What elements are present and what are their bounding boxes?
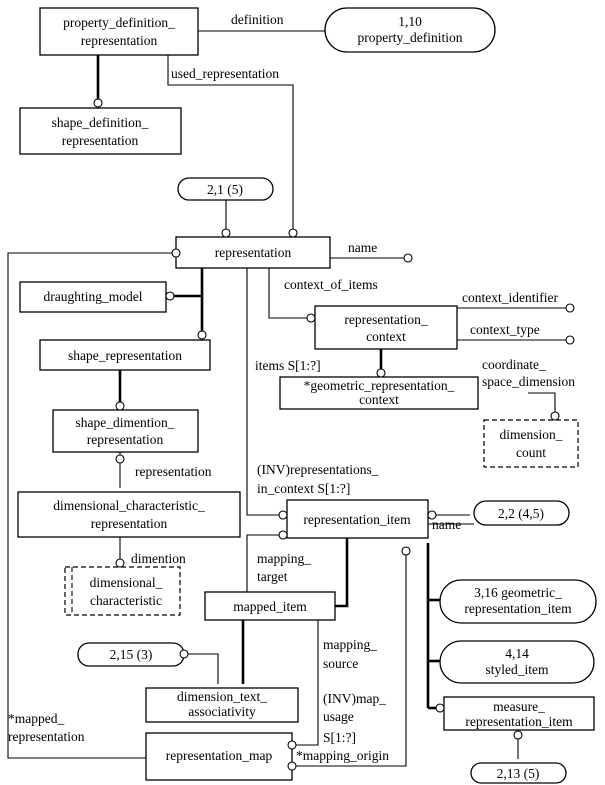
- svg-text:2,13 (5): 2,13 (5): [497, 766, 540, 781]
- label-mapped-representation-2: representation: [8, 729, 85, 744]
- svg-text:representation_: representation_: [344, 312, 427, 327]
- svg-text:dimensional_: dimensional_: [90, 575, 163, 590]
- svg-text:property_definition: property_definition: [358, 30, 463, 45]
- entity-dimension-text-associativity: dimension_text_ associativity: [145, 687, 299, 723]
- entity-mapped-item: mapped_item: [204, 591, 336, 621]
- svg-text:representation: representation: [62, 133, 139, 148]
- label-context-type: context_type: [470, 322, 540, 337]
- label-map-usage-3: S[1:?]: [323, 730, 356, 745]
- svg-text:representation_item: representation_item: [465, 714, 573, 729]
- svg-text:3,16 geometric_: 3,16 geometric_: [474, 585, 562, 600]
- entity-property-definition-representation: property_definition_ representation: [39, 7, 199, 56]
- label-representations-in-context-2: in_context S[1:?]: [257, 481, 350, 496]
- entity-measure-representation-item: measure_ representation_item: [443, 696, 595, 731]
- ref-styled-item: 4,14 styled_item: [439, 640, 595, 684]
- svg-text:dimension_text_: dimension_text_: [177, 689, 267, 704]
- label-map-usage-2: usage: [323, 709, 354, 724]
- svg-text:representation: representation: [91, 516, 168, 531]
- label-dimention: dimention: [131, 551, 186, 566]
- svg-text:context: context: [366, 329, 406, 344]
- svg-text:shape_dimention_: shape_dimention_: [76, 415, 175, 430]
- svg-text:measure_: measure_: [493, 699, 545, 714]
- svg-text:characteristic: characteristic: [90, 593, 162, 608]
- svg-text:dimension_: dimension_: [500, 427, 563, 442]
- label-map-usage-1: (INV)map_: [323, 691, 386, 706]
- entity-dimensional-characteristic-representation: dimensional_characteristic_ representati…: [17, 491, 241, 538]
- svg-text:count: count: [516, 445, 546, 460]
- label-mapping-source-1: mapping_: [323, 637, 377, 652]
- entity-dimensional-characteristic: dimensional_ characteristic: [64, 566, 181, 616]
- label-representations-in-context-1: (INV)representations_: [257, 462, 379, 477]
- label-used-representation: used_representation: [171, 66, 279, 81]
- svg-text:representation_item: representation_item: [464, 601, 572, 616]
- relationship-circles: [93, 98, 575, 771]
- entity-shape-representation: shape_representation: [39, 339, 211, 371]
- label-coordinate-space-dimension-2: space_dimension: [482, 374, 575, 389]
- svg-text:representation: representation: [81, 33, 158, 48]
- svg-text:2,15 (3): 2,15 (3): [110, 647, 153, 662]
- svg-text:associativity: associativity: [188, 704, 256, 719]
- label-mapping-target-2: target: [257, 569, 288, 584]
- ref-2-15: 2,15 (3): [77, 642, 185, 667]
- entity-representation-item: representation_item: [286, 499, 429, 539]
- svg-text:mapped_item: mapped_item: [233, 599, 307, 614]
- label-coordinate-space-dimension-1: coordinate_: [482, 357, 546, 372]
- svg-text:representation_map: representation_map: [166, 748, 273, 763]
- connectors: [7, 30, 566, 767]
- entity-shape-definition-representation: shape_definition_ representation: [19, 107, 182, 155]
- attribute-labels: definition used_representation name cont…: [8, 12, 575, 763]
- ref-geometric-representation-item: 3,16 geometric_ representation_item: [439, 579, 597, 624]
- svg-text:representation: representation: [87, 432, 164, 447]
- entity-representation: representation: [175, 236, 331, 269]
- svg-text:dimensional_characteristic_: dimensional_characteristic_: [53, 498, 205, 513]
- entity-dimension-count: dimension_ count: [483, 419, 579, 468]
- svg-text:representation: representation: [215, 245, 292, 260]
- entity-geometric-representation-context: *geometric_representation_ context: [279, 376, 479, 410]
- ref-2-2: 2,2 (4,5): [473, 500, 570, 526]
- label-context-identifier: context_identifier: [462, 290, 558, 305]
- entity-representation-map: representation_map: [145, 732, 293, 781]
- label-mapping-origin: *mapping_origin: [296, 748, 389, 763]
- label-mapping-target-1: mapping_: [257, 551, 311, 566]
- entity-representation-context: representation_ context: [314, 305, 458, 350]
- label-mapping-source-2: source: [323, 656, 358, 671]
- entity-draughting-model: draughting_model: [19, 281, 167, 313]
- svg-text:property_definition_: property_definition_: [63, 15, 175, 30]
- label-name-representation: name: [348, 240, 377, 255]
- svg-text:shape_representation: shape_representation: [68, 348, 182, 363]
- svg-text:draughting_model: draughting_model: [44, 289, 143, 304]
- svg-text:2,2 (4,5): 2,2 (4,5): [498, 506, 544, 521]
- label-context-of-items: context_of_items: [284, 277, 378, 292]
- svg-text:representation_item: representation_item: [303, 512, 411, 527]
- svg-text:context: context: [359, 392, 399, 407]
- ref-2-1: 2,1 (5): [177, 177, 274, 201]
- label-representation: representation: [135, 464, 212, 479]
- label-definition: definition: [231, 12, 284, 27]
- ref-2-13: 2,13 (5): [470, 762, 567, 784]
- svg-text:styled_item: styled_item: [486, 662, 549, 677]
- label-mapped-representation-1: *mapped_: [8, 711, 64, 726]
- svg-text:shape_definition_: shape_definition_: [52, 115, 149, 130]
- svg-text:*geometric_representation_: *geometric_representation_: [304, 378, 455, 393]
- svg-text:1,10: 1,10: [398, 14, 422, 29]
- label-name-item: name: [432, 517, 461, 532]
- ref-property-definition: 1,10 property_definition: [324, 7, 496, 53]
- svg-text:2,1 (5): 2,1 (5): [207, 182, 243, 197]
- entity-shape-dimention-representation: shape_dimention_ representation: [52, 409, 199, 453]
- label-items: items S[1:?]: [255, 358, 321, 373]
- svg-text:4,14: 4,14: [505, 646, 529, 661]
